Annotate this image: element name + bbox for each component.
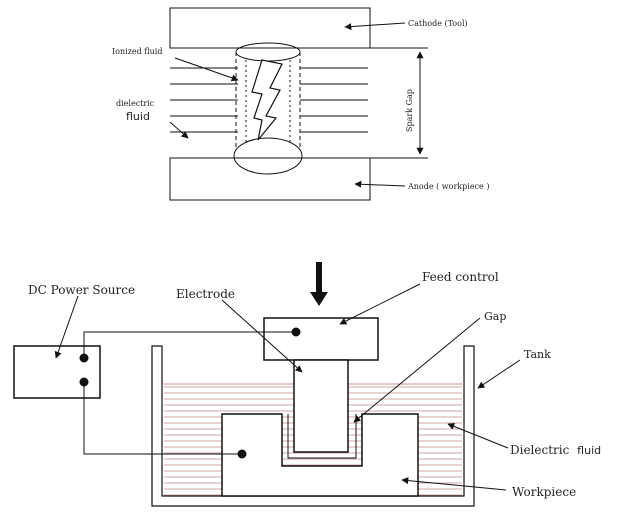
workpiece-leader bbox=[401, 477, 507, 491]
wire-to-workpiece bbox=[83, 382, 242, 455]
dielectric-leader-bottom bbox=[447, 423, 509, 449]
crater bbox=[233, 137, 303, 175]
electrode-label: Electrode bbox=[176, 287, 235, 301]
electrode bbox=[293, 359, 349, 453]
spark-gap-label: Spark Gap bbox=[405, 89, 414, 132]
dielectric-lines-left bbox=[170, 67, 238, 133]
ionized-fluid-label: Ionized fluid bbox=[112, 47, 162, 56]
anode-plate bbox=[169, 157, 371, 201]
cathode-label: Cathode (Tool) bbox=[408, 19, 468, 28]
dc-leader bbox=[54, 295, 79, 359]
tank-label: Tank bbox=[524, 348, 551, 361]
feed-leader bbox=[339, 283, 421, 325]
workpiece bbox=[221, 413, 419, 497]
workpiece-cavity bbox=[287, 414, 357, 459]
dielectric-word: Dielectric bbox=[510, 443, 570, 457]
gap-label: Gap bbox=[484, 310, 506, 323]
tank-leader bbox=[477, 359, 521, 389]
feed-control-label: Feed control bbox=[422, 270, 499, 284]
anode-leader bbox=[354, 180, 406, 188]
feed-arrow-shaft bbox=[316, 262, 322, 296]
feed-arrow-head bbox=[310, 292, 328, 306]
gap-leader bbox=[353, 317, 481, 423]
workpiece-label: Workpiece bbox=[512, 485, 576, 499]
electrode-leader bbox=[221, 299, 303, 373]
edm-setup-diagram: DC Power Source Electrode Feed control G… bbox=[13, 262, 601, 507]
anode-label: Anode ( workpiece ) bbox=[407, 182, 489, 191]
spark-bolt bbox=[251, 59, 283, 141]
ionized-leader bbox=[174, 57, 239, 82]
dielectric-label: dielectric bbox=[116, 99, 155, 108]
cathode-plate bbox=[169, 7, 371, 49]
fluid-word: fluid bbox=[577, 444, 601, 457]
electrode-terminal bbox=[291, 327, 301, 337]
tank bbox=[151, 345, 475, 507]
dielectric-fluid-label: Dielectric fluid bbox=[510, 443, 601, 457]
dc-power-label: DC Power Source bbox=[28, 283, 135, 297]
workpiece-terminal bbox=[237, 449, 247, 459]
wire-to-electrode bbox=[83, 331, 296, 358]
dielectric-lines-right bbox=[300, 67, 368, 133]
dielectric-leader bbox=[169, 121, 189, 139]
fluid-label: fluid bbox=[126, 110, 150, 123]
spark-gap-diagram: Cathode (Tool) Anode ( workpiece ) Ioniz… bbox=[112, 7, 489, 201]
cathode-leader bbox=[344, 22, 406, 31]
